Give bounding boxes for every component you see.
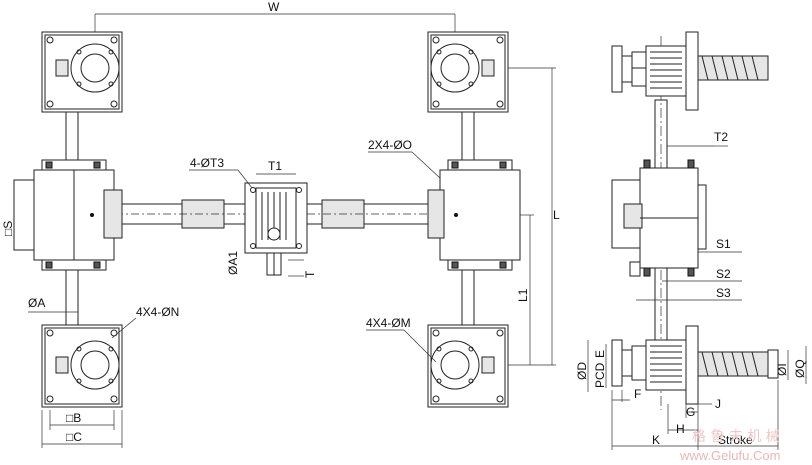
gearbox-right [427,159,521,271]
dim-t1-label: T1 [268,159,282,173]
dim-t2-label: T2 [714,130,728,144]
dim-w-label: W [268,0,280,14]
watermark: 格 鲁 夫 机 械 www.Gelufu.Com [679,429,780,463]
dim-s3-label: S3 [716,286,731,300]
dim-a1-label: ØA1 [226,251,240,275]
side-dims-i-q: ØI ØQ [775,346,807,384]
dim-a-label: ØA [28,296,45,310]
dim-a: ØA [28,296,78,313]
dim-w: W [94,0,456,40]
side-dims-bottom: F G J H K Stroke [611,380,779,450]
dim-k-label: K [652,433,660,447]
side-dims-t2-s: T2 S1 S2 S3 [636,130,742,301]
dim-t-label: T [303,270,317,278]
jack-bottom-right [427,324,509,408]
worm-reducer [244,182,308,276]
side-dims-d-pcd-e: ØD PCD E [575,340,607,392]
callout-m: 4X4-ØM [366,316,437,363]
vertical-shafts [65,99,475,331]
dim-t1: T1 [256,159,296,175]
dim-b-label: □B [66,411,81,425]
dim-pcd-label: PCD [593,362,607,388]
jack-bottom-left [41,324,123,408]
dim-g-label: G [686,405,695,419]
dim-l-l1: L L1 [508,67,560,366]
callout-o: 2X4-ØO [368,138,441,179]
dim-l1-label: L1 [516,288,530,302]
dim-b-c: □B □C [41,410,123,448]
callout-o-label: 2X4-ØO [368,138,412,152]
side-jack-bottom [611,325,779,405]
callout-n-label: 4X4-ØN [136,305,179,319]
dim-s1-label: S1 [716,237,731,251]
dim-l-label: L [553,208,560,222]
dim-h-label: H [676,422,685,436]
side-gearbox [611,159,707,277]
callout-n: 4X4-ØN [111,305,179,339]
callout-m-label: 4X4-ØM [366,316,411,330]
dim-q-label: ØQ [793,359,807,378]
dim-c-label: □C [66,430,82,444]
callout-t3-label: 4-ØT3 [190,156,224,170]
watermark-chinese: 格 鲁 夫 机 械 [692,429,780,445]
dim-s-label: □S [1,221,15,236]
dim-f-label: F [634,387,641,401]
dim-d-label: ØD [575,362,589,380]
gearbox-left [13,159,123,271]
dim-s2-label: S2 [716,267,731,281]
dim-e-label: E [593,350,607,358]
dim-t: T [288,259,317,278]
dim-stroke-label: Stroke [718,433,753,447]
side-jack-top [611,31,769,111]
callout-t3: 4-ØT3 [189,156,253,189]
jack-top-left [41,31,123,113]
watermark-url: www.Gelufu.Com [679,448,780,463]
dim-i-label: ØI [775,363,789,376]
jack-top-right [427,31,509,113]
dim-j-label: J [715,397,721,411]
